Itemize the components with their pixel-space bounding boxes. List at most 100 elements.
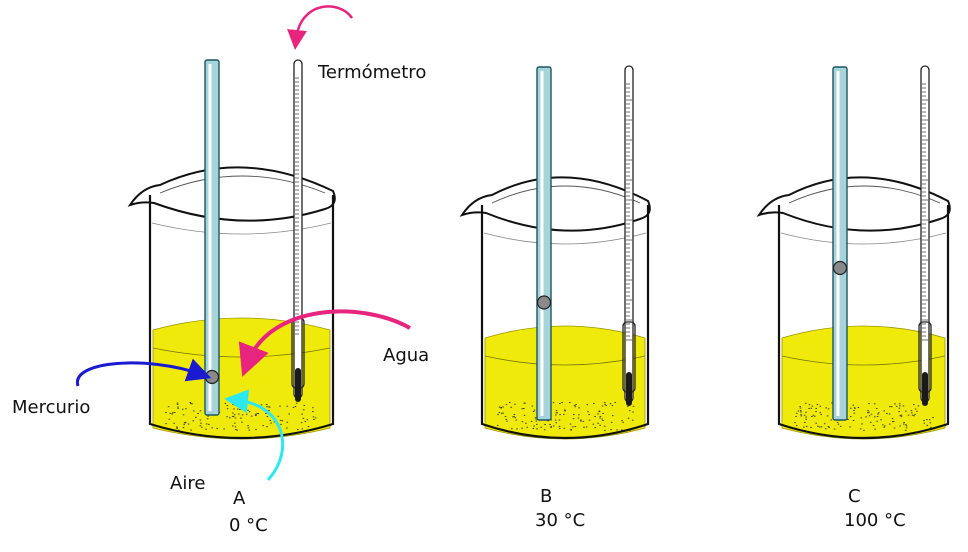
speckle [578,414,580,416]
speckle [496,424,499,426]
beaker-a-temperature: 0 °C [229,515,268,536]
speckle [604,429,606,431]
speckle [236,429,238,431]
speckle [627,405,629,407]
speckle [552,425,555,427]
speckle [861,423,863,425]
speckle [190,403,192,404]
speckle [265,404,268,405]
speckle [900,414,903,416]
speckle [171,413,173,415]
speckle [506,420,508,422]
speckle [805,416,807,418]
speckle [521,408,524,410]
speckle [190,429,192,431]
speckle [903,422,905,423]
speckle [914,408,917,410]
speckle [873,416,876,418]
speckle [313,419,315,420]
speckle [883,426,885,428]
speckle [828,427,830,428]
speckle [808,407,810,409]
speckle [929,422,932,424]
speckle [182,414,185,416]
speckle [794,422,796,424]
mercury-label: Mercurio [12,397,91,418]
beaker-b-thermometer [624,65,634,403]
speckle [910,410,913,412]
speckle [588,419,591,421]
speckle [199,419,202,421]
speckle [611,405,614,407]
speckle [799,410,802,412]
speckle [516,428,518,430]
speckle [850,407,852,409]
speckle [849,426,851,428]
speckle [585,426,588,428]
speckle [621,429,623,431]
speckle [234,426,237,428]
speckle [229,417,231,419]
speckle [905,410,907,412]
speckle [286,405,289,407]
beaker-a-glass [148,195,335,440]
speckle [593,402,595,404]
speckle [580,420,582,422]
speckle [232,404,234,405]
speckle [914,413,916,415]
speckle [231,415,234,417]
beaker-a-thermometer-bulb [295,368,301,402]
speckle [886,413,888,414]
speckle [905,425,908,427]
beaker-b-glass-tube [536,66,552,421]
beaker-c-thermometer-bulb [922,372,928,406]
speckle [577,417,580,419]
speckle [511,428,513,430]
air-arrow [224,389,285,482]
speckle [825,407,827,409]
beaker-a-glass-tube [204,59,220,416]
speckle [286,421,289,423]
beaker-c-mercury-drop [832,260,848,276]
speckle [873,403,876,405]
speckle [605,405,607,406]
speckle [872,425,875,426]
speckle [805,418,807,420]
speckle [312,407,314,409]
speckle [294,406,297,407]
speckle [270,422,272,424]
speckle [570,428,572,430]
speckle [876,420,878,422]
beaker-a-rim [127,166,336,222]
speckle [602,420,604,421]
speckle [297,429,299,430]
speckle [880,419,882,421]
speckle [804,422,806,423]
speckle [248,411,251,413]
speckle [226,405,229,406]
speckle [815,408,817,409]
speckle [205,428,207,430]
speckle [266,406,268,408]
speckle [867,412,869,414]
speckle [540,426,542,428]
speckle [550,426,552,428]
speckle [800,415,803,417]
speckle [869,421,872,423]
speckle [247,409,249,411]
speckle [176,403,179,405]
speckle [168,418,171,420]
speckle [795,416,797,417]
beaker-b-thermometer-bulb [626,372,632,406]
speckle [205,423,208,425]
speckle [926,419,928,421]
speckle [195,416,197,418]
speckle [288,413,290,415]
speckle [854,407,856,409]
speckle [233,404,236,406]
speckle [555,414,557,416]
speckle [877,413,879,415]
speckle [543,429,546,431]
speckle [805,426,808,427]
speckle [597,422,599,424]
